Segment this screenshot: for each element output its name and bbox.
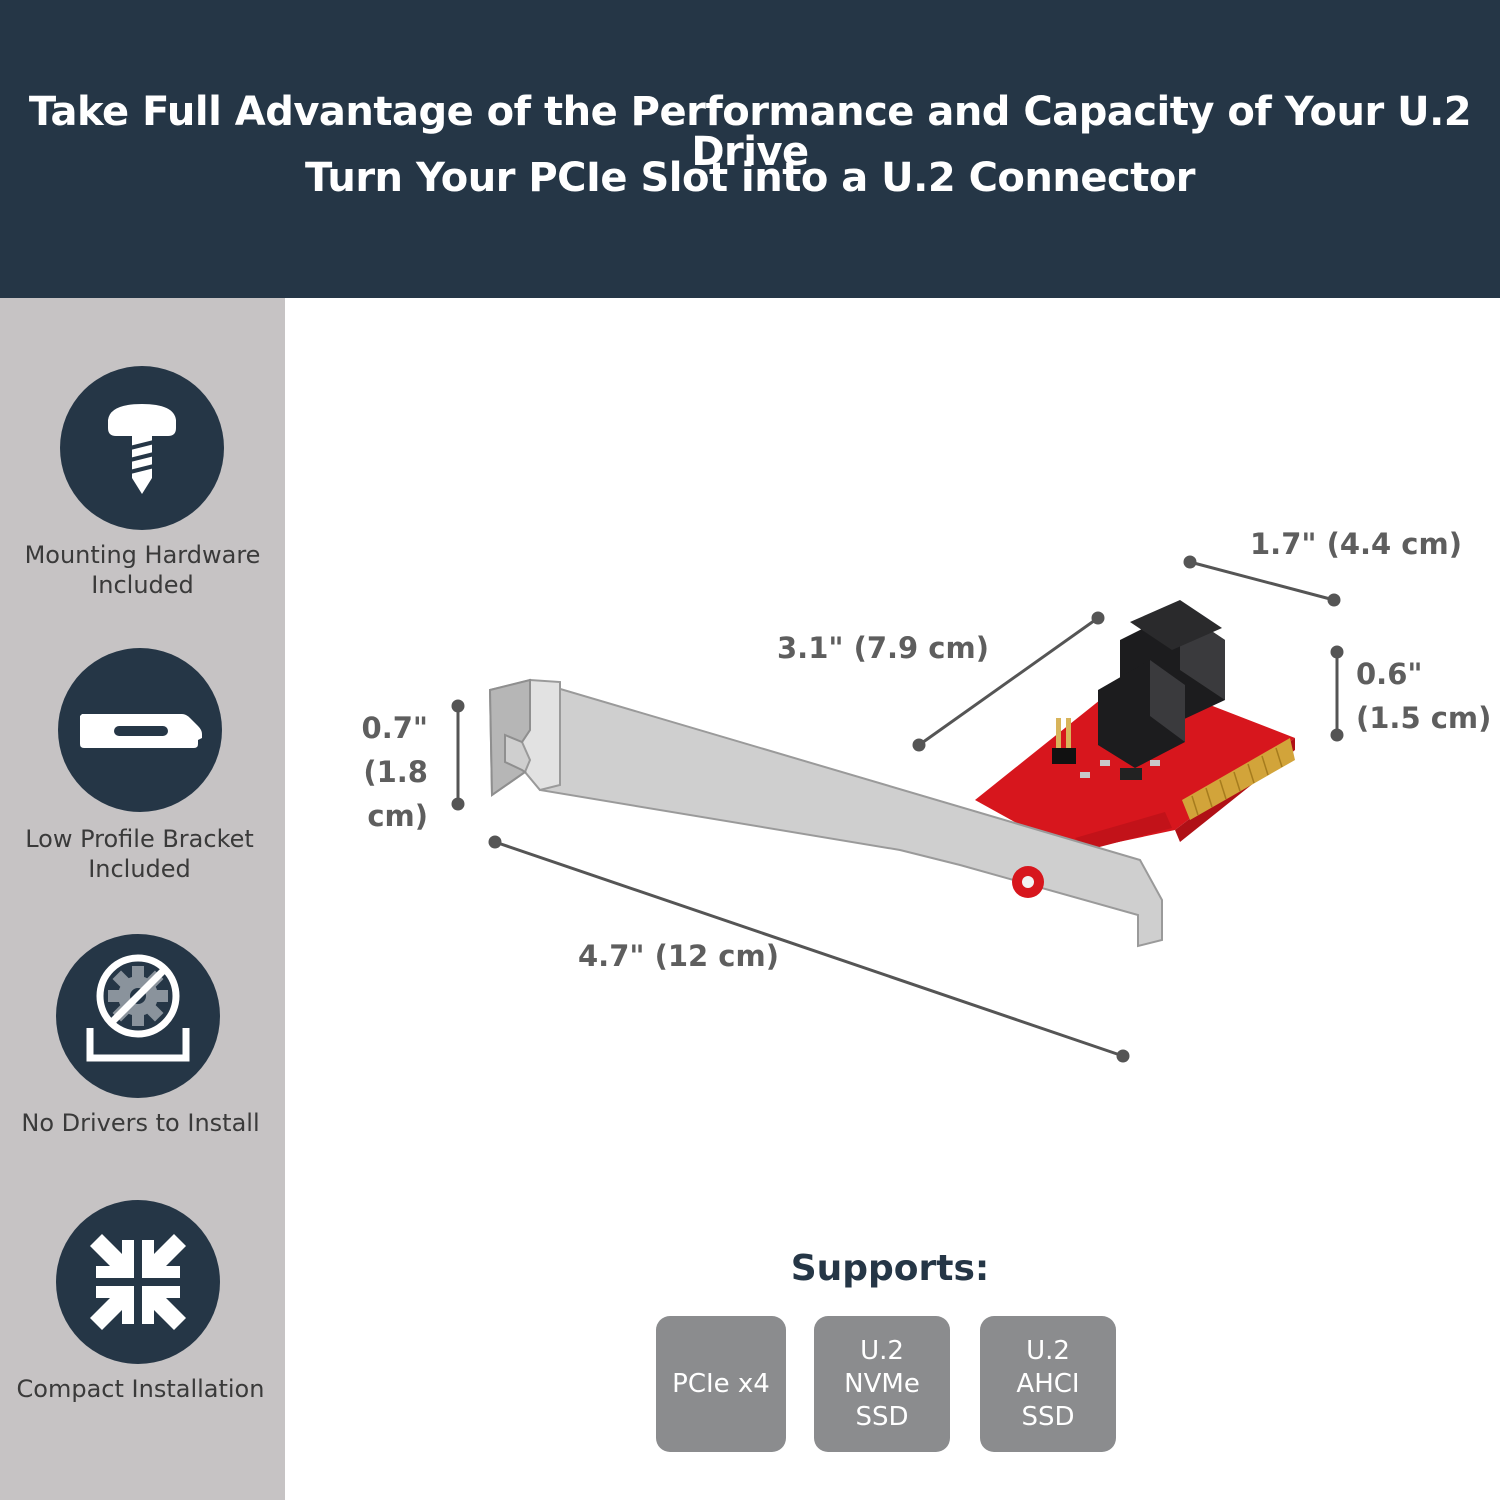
pcie-card (975, 600, 1295, 850)
product-illustration (451, 555, 1344, 1063)
feature-label: Low Profile Bracket Included (25, 825, 254, 883)
dimension-card-length: 3.1" (7.9 cm) (777, 631, 989, 665)
no-drivers-icon (56, 934, 220, 1098)
support-badge-nvme: U.2 NVMe SSD (814, 1316, 950, 1452)
feature-label: Compact Installation (16, 1375, 265, 1403)
bracket-icon (58, 648, 222, 812)
product-display (285, 298, 1500, 1500)
supports-heading: Supports: (790, 1248, 990, 1289)
screw-icon (60, 366, 224, 530)
dimension-card-width: 1.7" (4.4 cm) (1250, 527, 1462, 561)
feature-sidebar: Mounting Hardware Included Low Profile B… (0, 298, 285, 1500)
feature-label: Mounting Hardware Included (24, 541, 261, 599)
dimension-card-height: 0.6" (1.5 cm) (1356, 657, 1492, 735)
dimension-bracket-length: 4.7" (12 cm) (578, 939, 779, 973)
headline: Take Full Advantage of the Performance a… (28, 89, 1472, 175)
feature-label: No Drivers to Install (21, 1109, 260, 1137)
header-banner: Take Full Advantage of the Performance a… (0, 0, 1500, 298)
subheadline: Turn Your PCIe Slot into a U.2 Connector (304, 155, 1196, 201)
compress-arrows-icon (56, 1200, 220, 1364)
dimension-lines (451, 555, 1344, 1063)
support-badge-pcie: PCIe x4 (656, 1316, 786, 1452)
support-badge-ahci: U.2 AHCI SSD (980, 1316, 1116, 1452)
low-profile-bracket (488, 678, 1163, 948)
dimension-bracket-height: 0.7" (1.8 cm) (361, 711, 428, 833)
